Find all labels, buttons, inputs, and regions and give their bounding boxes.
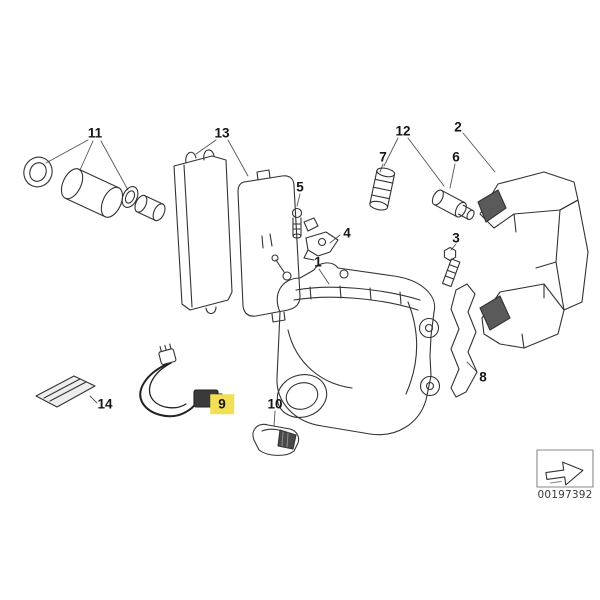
part-2-caliper-carrier-art [478, 172, 588, 348]
callout-5[interactable]: 5 [296, 179, 304, 195]
part-1-caliper-housing-art [272, 255, 440, 435]
leader-lines [46, 133, 495, 426]
part-6-guide-pin-art [430, 188, 477, 223]
part-13-brake-pads-art [174, 150, 300, 322]
callout-7[interactable]: 7 [379, 149, 387, 165]
part-11-piston-seals-art [19, 153, 167, 223]
part-10-clip-art [253, 424, 299, 455]
diagram-number: 00197392 [537, 489, 593, 501]
callout-4[interactable]: 4 [343, 225, 351, 241]
callout-2[interactable]: 2 [454, 119, 462, 135]
callout-8[interactable]: 8 [479, 369, 487, 385]
part-7-guide-bushing-art [369, 167, 395, 212]
callout-9-highlighted[interactable]: 9 [210, 394, 234, 414]
part-8-retaining-spring-art [451, 284, 477, 397]
callout-11[interactable]: 11 [87, 125, 103, 141]
callout-14[interactable]: 14 [97, 396, 113, 412]
callout-6[interactable]: 6 [452, 149, 460, 165]
callout-12[interactable]: 12 [395, 123, 411, 139]
part-4-holder-bracket-art [304, 232, 338, 260]
callout-3[interactable]: 3 [452, 230, 460, 246]
callout-10[interactable]: 10 [267, 396, 283, 412]
part-5-screw-art [293, 209, 319, 239]
callout-1[interactable]: 1 [314, 254, 322, 270]
part-3-hex-bolt-art [443, 248, 460, 287]
callout-13[interactable]: 13 [214, 125, 230, 141]
part-14-grease-sachet-art [36, 376, 95, 407]
direction-arrow-icon [537, 450, 593, 487]
